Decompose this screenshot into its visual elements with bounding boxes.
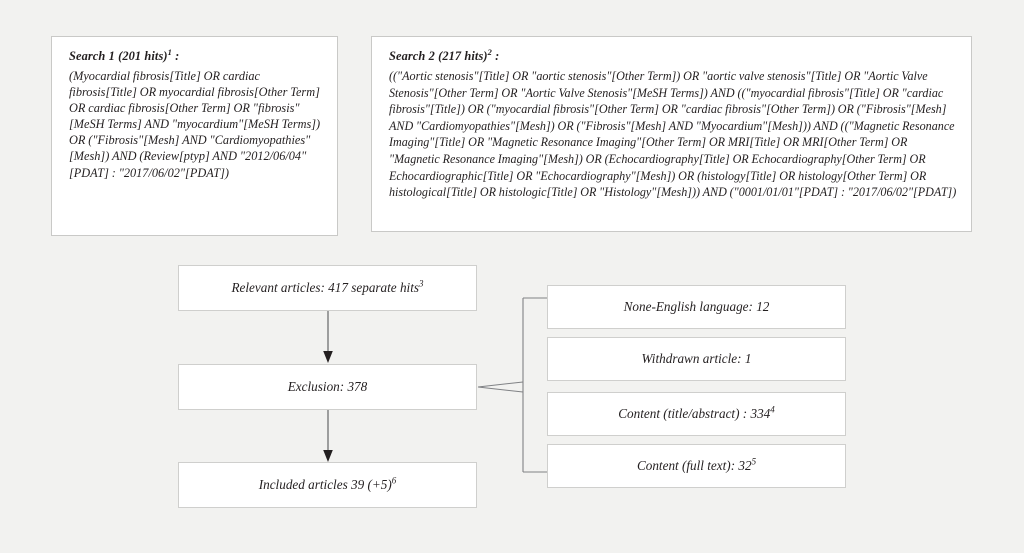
exclusion-reason-label: Content (title/abstract) : 3344 [618,404,775,421]
search-1-heading-text: Search 1 (201 hits) [69,49,168,63]
arrow-exclusion-to-included-head [323,450,333,462]
flow-box-included-articles-superscript: 6 [391,475,397,486]
exclusion-reason-box-withdrawn[interactable]: Withdrawn article: 1 [547,337,846,381]
flow-box-included-articles-label: Included articles 39 (+5)6 [258,475,397,492]
search-1-query: (Myocardial fibrosis[Title] OR cardiac f… [69,69,321,180]
search-1-panel: Search 1 (201 hits)1 : (Myocardial fibro… [51,36,338,236]
flow-box-relevant-articles[interactable]: Relevant articles: 417 separate hits3 [178,265,477,311]
exclusion-reason-superscript: 4 [770,404,775,415]
search-2-heading-text: Search 2 (217 hits) [389,49,488,63]
search-2-query: (("Aortic stenosis"[Title] OR "aortic st… [389,69,957,200]
arrow-relevant-to-exclusion-head [323,351,333,363]
exclusion-reason-box-content-title-abstract[interactable]: Content (title/abstract) : 3344 [547,392,846,436]
flow-box-included-articles[interactable]: Included articles 39 (+5)6 [178,462,477,508]
exclusion-reason-label: None-English language: 12 [623,299,770,314]
exclusion-reason-superscript: 5 [751,456,757,467]
exclusion-reason-label: Withdrawn article: 1 [641,351,752,366]
search-2-heading: Search 2 (217 hits)2 : [389,48,957,64]
search-1-heading: Search 1 (201 hits)1 : [69,48,323,64]
exclusion-reason-box-none-english[interactable]: None-English language: 12 [547,285,846,329]
bracket-stem-upper [477,381,524,388]
exclusion-reason-label: Content (full text): 325 [636,456,757,473]
exclusion-reason-box-content-full-text[interactable]: Content (full text): 325 [547,444,846,488]
flow-box-exclusion-label: Exclusion: 378 [287,379,368,394]
search-1-heading-superscript: 1 [167,46,172,57]
bracket-stem-lower [477,386,524,393]
search-2-heading-suffix: : [491,49,500,63]
flow-box-relevant-articles-label: Relevant articles: 417 separate hits3 [231,278,424,295]
flow-box-relevant-articles-superscript: 3 [419,278,424,289]
search-2-panel: Search 2 (217 hits)2 : (("Aortic stenosi… [371,36,972,232]
flow-box-exclusion[interactable]: Exclusion: 378 [178,364,477,410]
search-1-heading-suffix: : [171,49,180,63]
search-2-heading-superscript: 2 [487,46,492,57]
